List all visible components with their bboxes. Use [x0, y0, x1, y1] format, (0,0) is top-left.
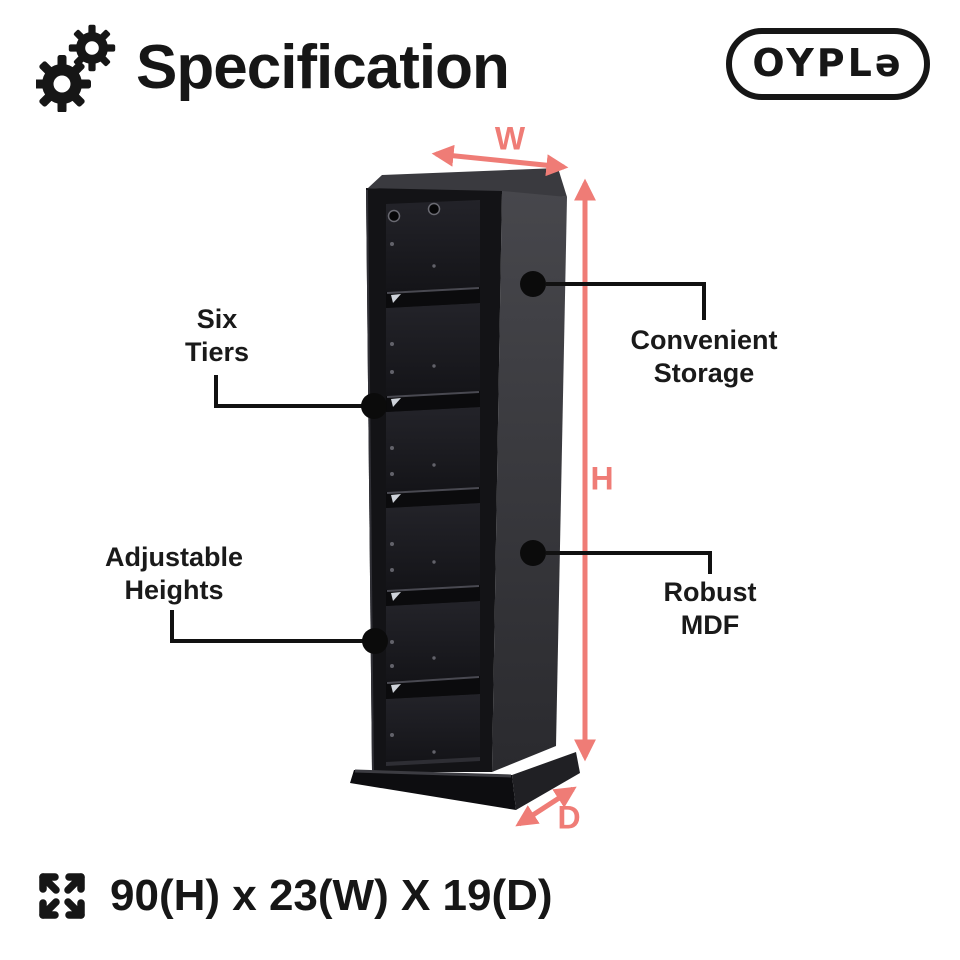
tier-3 — [386, 407, 480, 492]
tower-side-face — [492, 191, 567, 772]
brand-logo-text: OYPLə — [752, 41, 904, 85]
callout-robust-mdf-line2: MDF — [680, 610, 740, 640]
callout-convenient-storage-line2: Storage — [653, 358, 755, 388]
dimensions-text: 90(H) x 23(W) X 19(D) — [110, 871, 553, 920]
callout-convenient-storage: Convenient Storage — [630, 324, 777, 390]
callout-adjustable-heights: Adjustable Heights — [105, 541, 243, 607]
gears-icon — [36, 24, 116, 112]
six-tiers-connector — [214, 375, 362, 408]
depth-arrow — [515, 786, 577, 827]
six-tiers-dot — [361, 393, 387, 419]
adjustable-shelves — [386, 287, 480, 699]
brand-logo: OYPLə — [726, 28, 930, 100]
callout-convenient-storage-line1: Convenient — [630, 325, 778, 355]
callout-connectors — [170, 271, 712, 654]
adjustable-heights-connector — [170, 610, 363, 643]
callout-six-tiers-line1: Six — [196, 304, 238, 334]
page-title: Specification — [136, 32, 510, 102]
tier-6 — [386, 694, 480, 762]
footer-dimensions: 90(H) x 23(W) X 19(D) — [30, 864, 553, 928]
storage-tower-photo — [350, 168, 580, 810]
robust-mdf-dot — [520, 540, 546, 566]
robust-mdf-connector — [546, 551, 712, 574]
callout-six-tiers: Six Tiers — [185, 303, 249, 369]
height-label: H — [590, 460, 614, 497]
callout-adjustable-heights-line1: Adjustable — [104, 542, 244, 572]
header: Specification — [36, 22, 510, 112]
depth-label: D — [557, 799, 581, 836]
convenient-storage-connector — [546, 282, 706, 320]
callout-six-tiers-line2: Tiers — [184, 337, 250, 367]
callout-adjustable-heights-line2: Heights — [124, 575, 224, 605]
callout-robust-mdf: Robust MDF — [664, 576, 757, 642]
tier-2 — [386, 303, 480, 396]
tier-4 — [386, 503, 480, 590]
width-label: W — [494, 120, 526, 157]
screw-holes — [387, 202, 441, 223]
width-arrow — [431, 144, 569, 177]
convenient-storage-dot — [520, 271, 546, 297]
callout-robust-mdf-line1: Robust — [663, 577, 757, 607]
tier-1 — [386, 200, 480, 292]
expand-arrows-icon — [39, 873, 85, 919]
adjustable-heights-dot — [362, 628, 388, 654]
dimension-arrows — [431, 144, 597, 827]
shelf-pin-holes — [390, 242, 436, 754]
tier-5 — [386, 601, 480, 682]
